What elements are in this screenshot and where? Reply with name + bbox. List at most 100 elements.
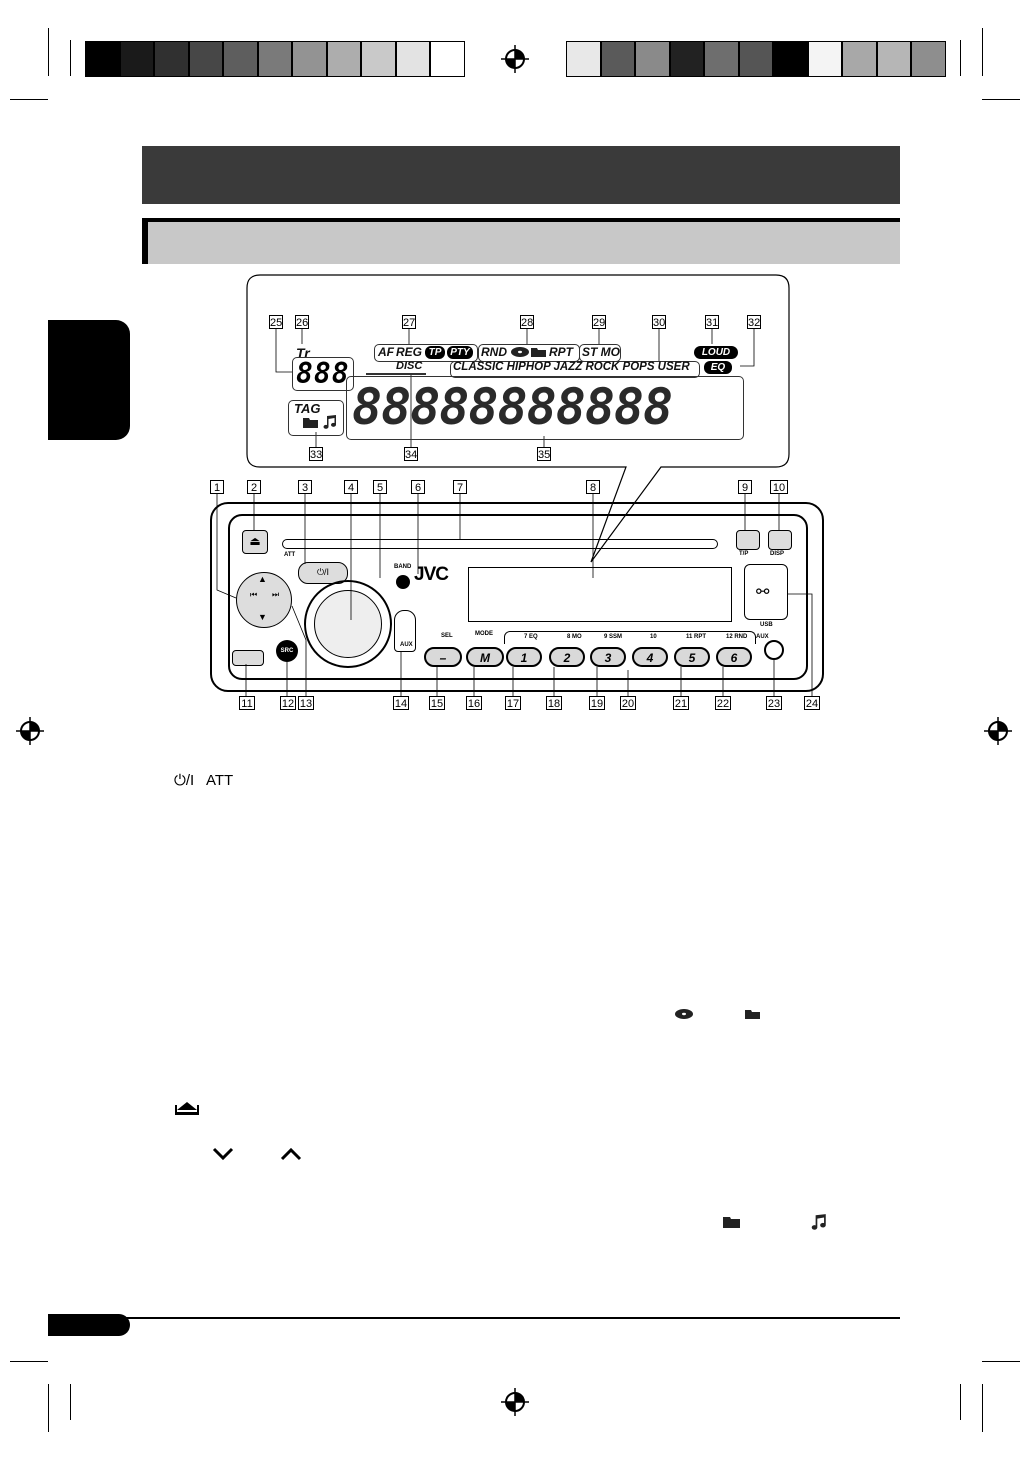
preset-sub-label-4: 10 — [650, 634, 657, 640]
color-swatch — [119, 41, 154, 77]
color-swatch — [704, 41, 739, 77]
usb-port-cover — [744, 564, 788, 620]
att-label: ATT — [284, 552, 296, 558]
chevron-down-icon — [212, 1147, 234, 1161]
lcd-indicator-af: AF — [378, 345, 394, 359]
callout-12: 12 — [280, 696, 296, 710]
preset-button-2[interactable]: 2 — [549, 647, 585, 667]
aux-input-jack[interactable] — [764, 640, 784, 660]
callout-18: 18 — [546, 696, 562, 710]
preset-sub-label-6: 12 RND — [726, 634, 748, 640]
callout-10: 10 — [770, 480, 788, 494]
nav-next-track-icon[interactable]: ⏭ — [272, 590, 280, 599]
brand-logo: JVC — [414, 564, 449, 585]
mode-button[interactable]: M — [466, 647, 504, 667]
preset-button-4[interactable]: 4 — [632, 647, 668, 667]
callout-19: 19 — [589, 696, 605, 710]
preset-button-3[interactable]: 3 — [590, 647, 626, 667]
color-swatch — [635, 41, 670, 77]
music-note-icon — [323, 415, 336, 429]
disc-icon — [675, 1009, 693, 1019]
preset-button-6[interactable]: 6 — [716, 647, 752, 667]
registration-target-icon — [501, 1388, 529, 1416]
callout-13: 13 — [298, 696, 314, 710]
callout-9: 9 — [738, 480, 752, 494]
disp-button[interactable] — [768, 530, 792, 550]
folder-icon — [303, 418, 318, 428]
color-swatch — [807, 41, 842, 77]
callout-31: 31 — [705, 315, 719, 329]
display-window — [468, 567, 732, 622]
color-swatch — [911, 41, 946, 77]
power-att-button[interactable]: ⏻/I — [298, 562, 348, 584]
tp-button[interactable] — [736, 530, 760, 550]
nav-pad[interactable] — [236, 572, 292, 628]
callout-35: 35 — [537, 447, 551, 461]
detach-button[interactable] — [232, 650, 264, 666]
eject-button[interactable]: ⏏ — [242, 530, 268, 554]
callout-17: 17 — [505, 696, 521, 710]
nav-prev-track-icon[interactable]: ⏮ — [250, 590, 258, 599]
lcd-indicator-disc: DISC — [396, 360, 423, 372]
car-stereo-chassis — [210, 502, 824, 692]
crop-mark — [960, 40, 961, 76]
preset-sub-label-5: 11 RPT — [686, 634, 707, 640]
lcd-track-digits: 888 — [296, 357, 350, 390]
lcd-indicator-pty: PTY — [447, 346, 473, 359]
crop-mark — [48, 1384, 49, 1432]
callout-23: 23 — [766, 696, 782, 710]
preset-sub-label-2: 8 MO — [567, 634, 582, 640]
preset-button-1[interactable]: 1 — [506, 647, 542, 667]
preset-sub-label-3: 9 SSM — [604, 634, 623, 640]
crop-mark — [982, 1361, 1020, 1362]
chevron-up-icon — [280, 1147, 302, 1161]
color-swatch — [85, 41, 120, 77]
eject-icon — [175, 1102, 199, 1115]
crop-mark — [982, 28, 983, 76]
callout-6: 6 — [411, 480, 425, 494]
car-stereo-faceplate — [228, 514, 808, 680]
lcd-tag-box — [288, 400, 344, 436]
registration-target-icon — [16, 717, 44, 745]
lcd-indicator-eq: EQ — [704, 361, 732, 374]
color-swatch — [842, 41, 877, 77]
aux-cover-label: AUX — [400, 642, 413, 648]
folder-icon — [745, 1010, 760, 1019]
registration-target-icon — [984, 717, 1012, 745]
crop-mark — [10, 99, 48, 100]
nav-up-arrow-icon[interactable]: ▲ — [258, 574, 267, 584]
color-swatch — [223, 41, 258, 77]
lcd-indicator-rnd: RND — [481, 345, 507, 359]
callout-11: 11 — [239, 696, 255, 710]
control-dial-ring — [304, 580, 392, 668]
usb-icon: ⚯ — [756, 584, 770, 601]
lcd-indicator-reg: REG — [396, 345, 423, 359]
preset-button-5[interactable]: 5 — [674, 647, 710, 667]
sel-button[interactable]: – — [424, 647, 462, 667]
mode-label: MODE — [475, 631, 493, 637]
control-dial[interactable] — [314, 590, 382, 658]
callout-28: 28 — [520, 315, 534, 329]
callout-2: 2 — [247, 480, 261, 494]
src-label: SRC — [280, 648, 294, 654]
callout-20: 20 — [620, 696, 636, 710]
preset-sub-label-1: 7 EQ — [524, 634, 538, 640]
color-swatch — [395, 41, 430, 77]
lcd-eq-modes-box — [450, 361, 700, 378]
footer-rule — [48, 1317, 900, 1319]
crop-mark — [48, 28, 49, 76]
callout-15: 15 — [429, 696, 445, 710]
callout-21: 21 — [673, 696, 689, 710]
callout-1: 1 — [210, 480, 224, 494]
nav-down-arrow-icon[interactable]: ▼ — [258, 612, 267, 622]
aux-jack-label: AUX — [756, 634, 769, 640]
color-swatch — [738, 41, 773, 77]
src-button[interactable]: SRC — [276, 640, 298, 662]
callout-24: 24 — [804, 696, 820, 710]
lcd-main-segment-box — [346, 376, 744, 440]
band-button[interactable] — [396, 575, 410, 589]
lcd-indicator-tp: TP — [425, 346, 445, 359]
lcd-indicator-stmo: ST MO — [582, 345, 620, 359]
callout-22: 22 — [715, 696, 731, 710]
